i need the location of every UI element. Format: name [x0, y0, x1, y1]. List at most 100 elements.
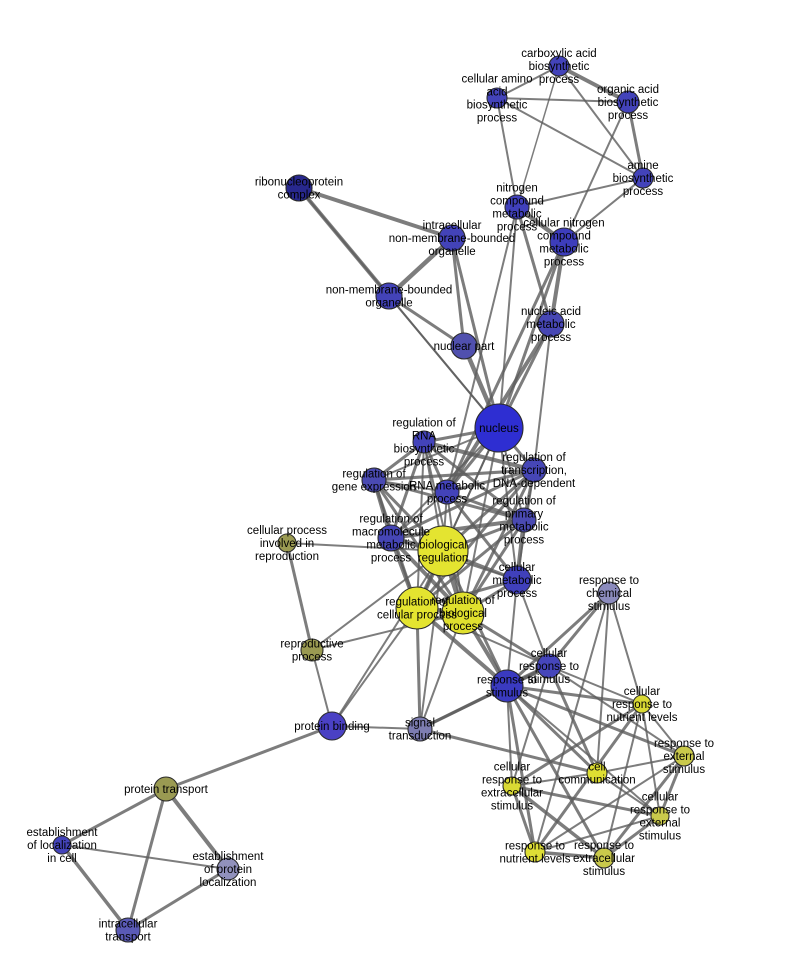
node-establishment-of-protein-localization[interactable]	[216, 857, 240, 881]
node-regulation-of-biological-process[interactable]	[441, 591, 485, 635]
node-cellular-response-to-external-stimulus[interactable]	[650, 806, 670, 826]
node-cell-communication[interactable]	[586, 762, 608, 784]
edge-amine-biosynthetic-process--cellular-nitrogen-compound-metabolic-process	[563, 177, 644, 243]
edge-biological-regulation--signal-transduction	[419, 550, 444, 730]
edge-response-to-chemical-stimulus--response-to-nutrient-levels	[534, 592, 610, 853]
edge-biological-regulation--reproductive-process	[311, 550, 444, 651]
edge-cellular-amino-acid-biosynthetic-process--nitrogen-compound-metabolic-process	[496, 97, 518, 208]
edge-cell-communication--cellular-response-to-external-stimulus	[596, 772, 661, 817]
edge-ribonucleoprotein-complex--intracellular-non-membrane-bounded-organelle	[297, 186, 454, 240]
edge-cellular-response-to-nutrient-levels--cellular-response-to-external-stimulus	[641, 703, 661, 817]
edge-response-to-stimulus--response-to-extracellular-stimulus	[505, 684, 606, 860]
edge-cellular-nitrogen-compound-metabolic-process--rna-metabolic-process	[445, 240, 566, 494]
node-protein-transport[interactable]	[153, 776, 179, 802]
node-signal-transduction[interactable]	[407, 716, 433, 742]
edge-response-to-chemical-stimulus--cellular-response-to-nutrient-levels	[608, 592, 643, 705]
edge-response-to-nutrient-levels--response-to-extracellular-stimulus	[533, 850, 606, 860]
edge-response-to-stimulus--cellular-response-to-nutrient-levels	[505, 684, 644, 706]
edge-protein-binding--protein-transport	[164, 724, 334, 791]
node-response-to-stimulus[interactable]	[490, 669, 524, 703]
node-amine-biosynthetic-process[interactable]	[632, 167, 654, 189]
node-biological-regulation[interactable]	[417, 525, 469, 577]
edge-intracellular-non-membrane-bounded-organelle--nuclear-part	[450, 236, 466, 348]
edge-cellular-response-to-nutrient-levels--response-to-external-stimulus	[641, 703, 685, 757]
edge-cellular-response-to-stimulus--response-to-external-stimulus	[548, 665, 685, 757]
edge-nitrogen-compound-metabolic-process--nucleus	[498, 206, 518, 429]
node-cellular-process-involved-in-reproduction[interactable]	[277, 533, 297, 553]
node-regulation-of-cellular-process[interactable]	[395, 586, 439, 630]
edge-establishment-of-localization-in-cell--intracellular-transport	[60, 843, 130, 932]
node-rna-metabolic-process[interactable]	[434, 479, 460, 505]
node-nucleic-acid-metabolic-process[interactable]	[537, 310, 565, 338]
edge-protein-transport--establishment-of-protein-localization	[164, 787, 230, 871]
edge-regulation-of-biological-process--reproductive-process	[311, 612, 464, 651]
edge-ribonucleoprotein-complex--nucleus	[298, 187, 500, 429]
edge-carboxylic-acid-biosynthetic-process--cellular-amino-acid-biosynthetic-process	[496, 65, 560, 99]
edge-signal-transduction--cell-communication	[418, 727, 599, 775]
edge-protein-transport--intracellular-transport	[126, 787, 168, 932]
node-intracellular-transport[interactable]	[115, 917, 141, 943]
edge-organic-acid-biosynthetic-process--cellular-amino-acid-biosynthetic-process	[496, 97, 629, 103]
edge-amine-biosynthetic-process--nitrogen-compound-metabolic-process	[516, 177, 644, 208]
edge-regulation-of-macromolecule-metabolic-process--regulation-of-primary-metabolic-process	[389, 518, 526, 540]
edge-biological-regulation--protein-binding	[331, 550, 444, 727]
edge-organic-acid-biosynthetic-process--amine-biosynthetic-process	[626, 100, 645, 180]
edge-regulation-of-transcription-dna-dependent--regulation-of-gene-expression	[372, 468, 536, 482]
edge-non-membrane-bounded-organelle--nuclear-part	[387, 294, 466, 348]
edge-intracellular-non-membrane-bounded-organelle--nucleus	[450, 236, 501, 430]
edge-protein-binding--signal-transduction	[331, 725, 421, 730]
edge-cellular-amino-acid-biosynthetic-process--amine-biosynthetic-process	[496, 97, 644, 179]
edge-regulation-of-cellular-process--cellular-response-to-stimulus	[416, 607, 550, 667]
edge-biological-regulation--cellular-process-involved-in-reproduction	[286, 542, 444, 552]
node-cellular-nitrogen-compound-metabolic-process[interactable]	[549, 227, 579, 257]
edge-rna-metabolic-process--regulation-of-primary-metabolic-process	[445, 490, 526, 522]
node-response-to-nutrient-levels[interactable]	[524, 841, 546, 863]
edge-response-to-stimulus--response-to-nutrient-levels	[505, 684, 537, 854]
node-non-membrane-bounded-organelle[interactable]	[375, 282, 403, 310]
node-nuclear-part[interactable]	[450, 332, 478, 360]
edge-cellular-response-to-external-stimulus--response-to-nutrient-levels	[534, 815, 661, 853]
edge-carboxylic-acid-biosynthetic-process--organic-acid-biosynthetic-process	[557, 64, 630, 104]
node-organic-acid-biosynthetic-process[interactable]	[616, 90, 640, 114]
node-protein-binding[interactable]	[317, 711, 347, 741]
node-response-to-external-stimulus[interactable]	[673, 745, 695, 767]
node-regulation-of-rna-biosynthetic-process[interactable]	[412, 430, 436, 454]
node-ribonucleoprotein-complex[interactable]	[285, 174, 313, 202]
node-regulation-of-transcription-dna-dependent[interactable]	[521, 457, 547, 483]
edge-cellular-response-to-external-stimulus--response-to-extracellular-stimulus	[602, 814, 662, 860]
node-reproductive-process[interactable]	[300, 638, 324, 662]
node-regulation-of-gene-expression[interactable]	[361, 467, 387, 493]
node-nucleus[interactable]	[474, 403, 524, 453]
edge-cellular-response-to-nutrient-levels--cellular-response-to-extracellular-stimulus	[510, 702, 644, 788]
node-establishment-of-localization-in-cell[interactable]	[52, 835, 72, 855]
edge-carboxylic-acid-biosynthetic-process--nitrogen-compound-metabolic-process	[516, 65, 560, 208]
edge-response-to-stimulus--cellular-response-to-external-stimulus	[506, 685, 661, 817]
node-cellular-amino-acid-biosynthetic-process[interactable]	[486, 87, 508, 109]
edge-establishment-of-protein-localization--intracellular-transport	[126, 867, 230, 932]
edge-nucleic-acid-metabolic-process--regulation-of-transcription-dna-dependent	[533, 323, 552, 471]
node-regulation-of-primary-metabolic-process[interactable]	[511, 507, 537, 533]
nodes-layer	[52, 55, 695, 943]
edge-cellular-nitrogen-compound-metabolic-process--nucleus	[497, 240, 566, 430]
edge-cellular-response-to-extracellular-stimulus--cellular-response-to-external-stimulus	[510, 784, 662, 818]
edges-layer	[60, 64, 686, 932]
node-cellular-response-to-stimulus[interactable]	[536, 653, 562, 679]
node-response-to-chemical-stimulus[interactable]	[597, 581, 621, 605]
node-response-to-extracellular-stimulus[interactable]	[593, 847, 615, 869]
node-regulation-of-macromolecule-metabolic-process[interactable]	[377, 524, 405, 552]
node-nitrogen-compound-metabolic-process[interactable]	[504, 194, 530, 220]
edge-cell-communication--cellular-response-to-extracellular-stimulus	[511, 772, 598, 787]
node-cellular-response-to-extracellular-stimulus[interactable]	[502, 776, 522, 796]
node-carboxylic-acid-biosynthetic-process[interactable]	[548, 55, 570, 77]
edge-cellular-metabolic-process--response-to-stimulus	[506, 579, 518, 687]
edge-cellular-process-involved-in-reproduction--reproductive-process	[285, 541, 314, 652]
edge-regulation-of-rna-biosynthetic-process--regulation-of-primary-metabolic-process	[422, 440, 526, 522]
edge-regulation-of-rna-biosynthetic-process--regulation-of-transcription-dna-dependent	[422, 440, 536, 472]
edge-regulation-of-primary-metabolic-process--regulation-of-cellular-process	[415, 518, 526, 610]
node-cellular-response-to-nutrient-levels[interactable]	[632, 694, 652, 714]
node-intracellular-non-membrane-bounded-organelle[interactable]	[438, 224, 466, 252]
edge-response-to-stimulus--cellular-response-to-extracellular-stimulus	[506, 685, 513, 787]
node-cellular-metabolic-process[interactable]	[502, 565, 532, 595]
